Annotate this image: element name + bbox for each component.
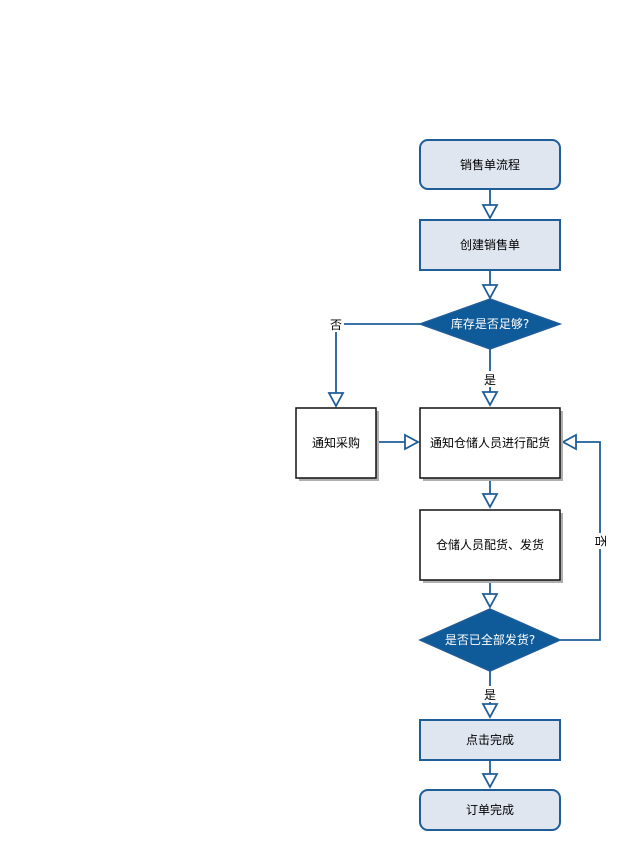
arrow-head [404,433,420,451]
node-click-complete-label: 点击完成 [466,732,514,747]
node-notify-purchase: 通知采购 [295,407,379,481]
decision-stock-label: 库存是否足够? [451,316,529,331]
node-order-complete: 订单完成 [419,789,561,831]
arrow-head [327,392,345,408]
node-create-order: 创建销售单 [419,219,561,271]
node-warehouse-ship: 仓储人员配货、发货 [419,509,563,583]
edge-label-shipped-yes: 是 [484,688,496,702]
node-start-label: 销售单流程 [460,157,520,172]
node-notify-purchase-label: 通知采购 [312,435,360,450]
arrow-head [481,204,499,220]
arrow-head [481,773,499,789]
arrow-head [481,493,499,509]
edge-label-stock-no: 否 [330,318,342,332]
decision-shipped-label: 是否已全部发货? [445,632,535,647]
arrow-head [481,703,499,719]
node-notify-warehouse-label: 通知仓储人员进行配货 [430,435,550,450]
node-create-order-label: 创建销售单 [460,237,520,252]
node-warehouse-ship-label: 仓储人员配货、发货 [436,537,544,552]
arrow-head [481,391,499,407]
edge-label-stock-yes: 是 [484,373,496,387]
edge-label-shipped-no: 否 [594,535,608,547]
arrow-head [481,593,499,609]
edge-check-no [335,323,420,393]
decision-stock: 库存是否足够? [417,298,563,350]
decision-shipped: 是否已全部发货? [418,608,562,672]
connectors [327,189,601,789]
node-notify-warehouse: 通知仓储人员进行配货 [419,407,563,481]
arrow-head [561,433,577,451]
node-start: 销售单流程 [419,139,561,190]
node-click-complete: 点击完成 [419,719,561,761]
arrow-head [481,284,499,300]
node-order-complete-label: 订单完成 [466,802,514,817]
